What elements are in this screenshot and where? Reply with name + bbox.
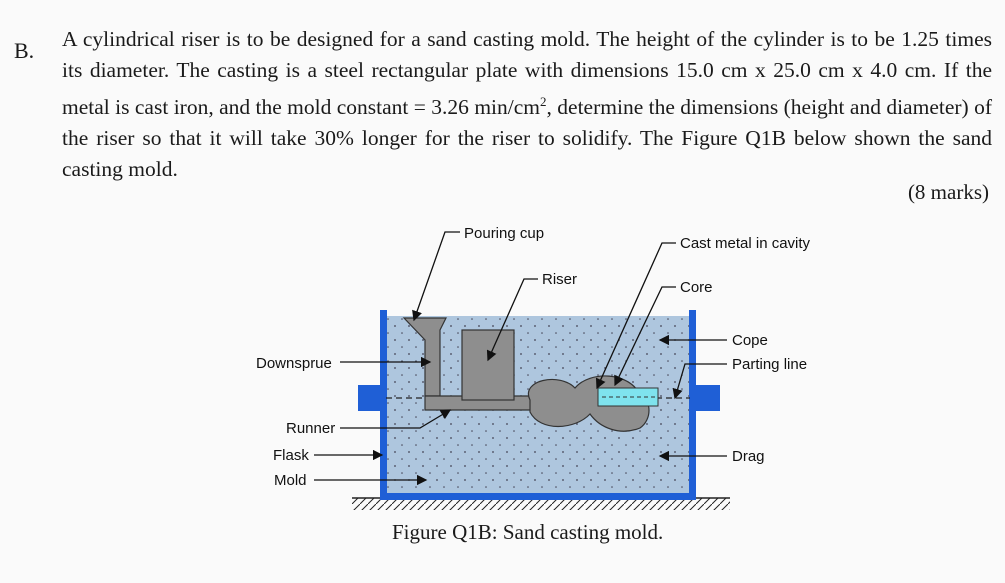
core-shape: [597, 387, 659, 407]
marks-label: (8 marks): [907, 180, 989, 204]
label-downsprue: Downsprue: [256, 355, 332, 372]
label-parting-line: Parting line: [732, 356, 807, 373]
label-runner: Runner: [286, 420, 335, 437]
label-riser: Riser: [542, 271, 577, 288]
ground-hatch: [352, 498, 730, 510]
riser-leader: [486, 278, 538, 362]
question-text-tail: , determine the dimensions (height and d…: [62, 95, 993, 182]
figure-caption: Figure Q1B: Sand casting mold.: [392, 520, 664, 544]
label-cope: Cope: [732, 332, 768, 349]
flask: [358, 310, 720, 500]
unit-superscript: 2: [540, 94, 547, 109]
question-text-main: A cylindrical riser is to be designed fo…: [62, 27, 992, 120]
parting-line-leader: [672, 363, 727, 400]
question-label: B.: [14, 38, 35, 63]
core-leader: [614, 286, 676, 387]
pouring-cup-leader: [412, 231, 460, 322]
cast-metal-leader: [595, 242, 676, 390]
riser-shape: [461, 329, 515, 401]
label-drag: Drag: [732, 448, 765, 465]
label-core: Core: [680, 279, 713, 296]
question-text: A cylindrical riser is to be designed fo…: [62, 24, 992, 185]
label-mold: Mold: [274, 472, 307, 489]
label-cast-metal: Cast metal in cavity: [680, 235, 811, 252]
runner-leader: [340, 409, 452, 429]
label-flask: Flask: [273, 447, 309, 464]
label-pouring-cup: Pouring cup: [464, 225, 544, 242]
